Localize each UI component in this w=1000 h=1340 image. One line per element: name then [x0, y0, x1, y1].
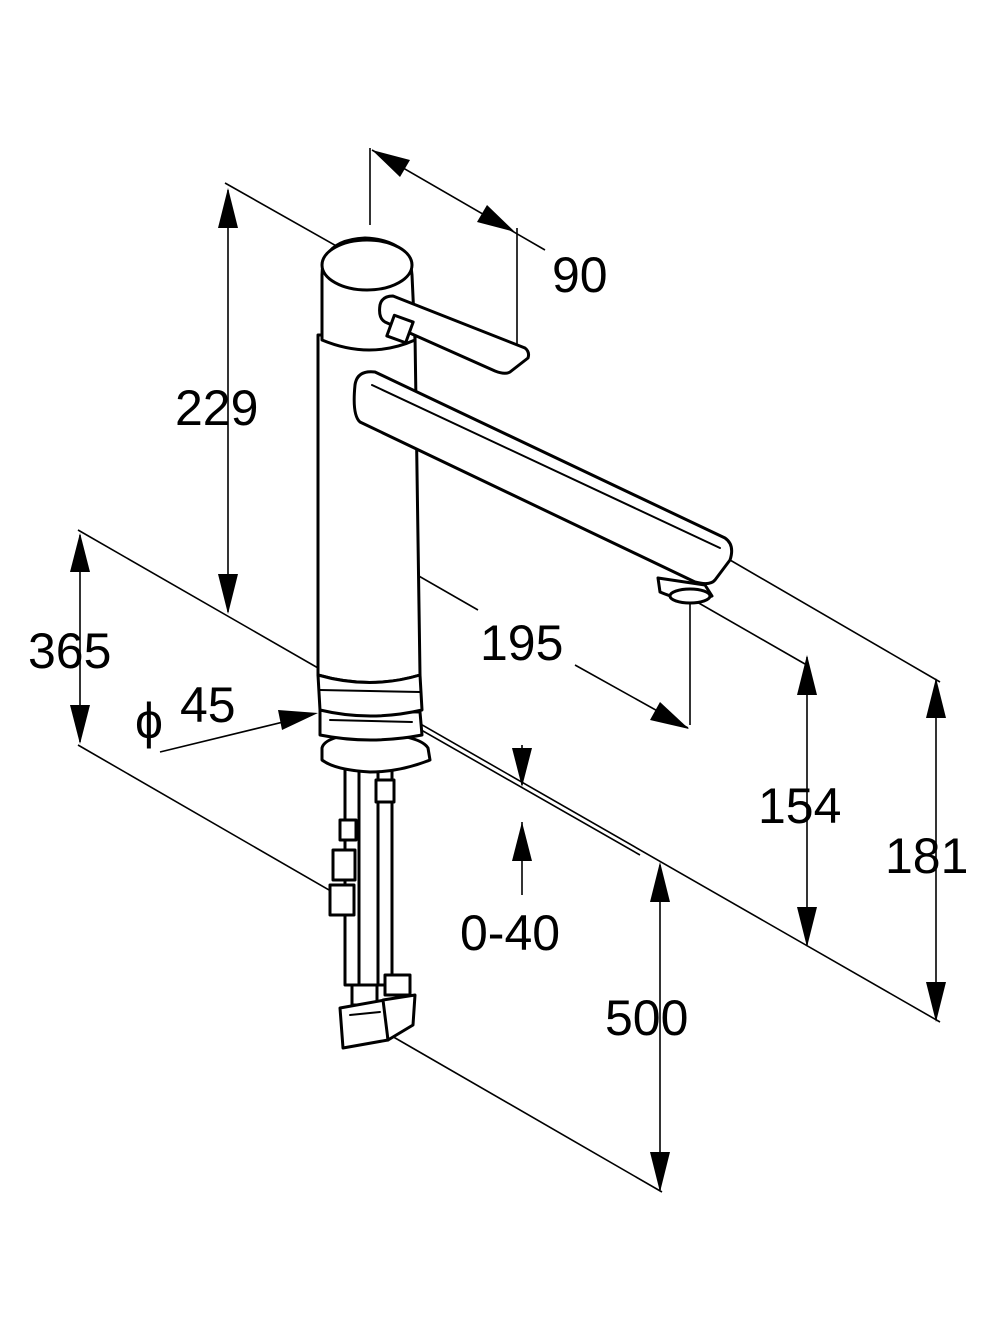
dimension-labels: 90 229 365 ϕ 45 195 154 181 0-40 500	[28, 247, 968, 1046]
dimension-500-label: 500	[605, 990, 688, 1046]
arrowheads	[70, 150, 946, 1192]
diameter-symbol: ϕ	[135, 693, 163, 749]
dimension-365-label: 365	[28, 623, 111, 679]
dimension-0-40-label: 0-40	[460, 905, 560, 961]
mounting-base	[318, 708, 432, 774]
dimension-181-label: 181	[885, 828, 968, 884]
dimension-90-label: 90	[552, 247, 608, 303]
lever-handle	[378, 294, 531, 375]
spout	[352, 370, 734, 605]
dimension-229-label: 229	[175, 380, 258, 436]
faucet	[316, 236, 734, 1050]
dimension-195-label: 195	[480, 615, 563, 671]
dimension-154-label: 154	[758, 778, 841, 834]
supply-hoses	[328, 758, 417, 1050]
dimension-45-label: 45	[180, 677, 236, 733]
